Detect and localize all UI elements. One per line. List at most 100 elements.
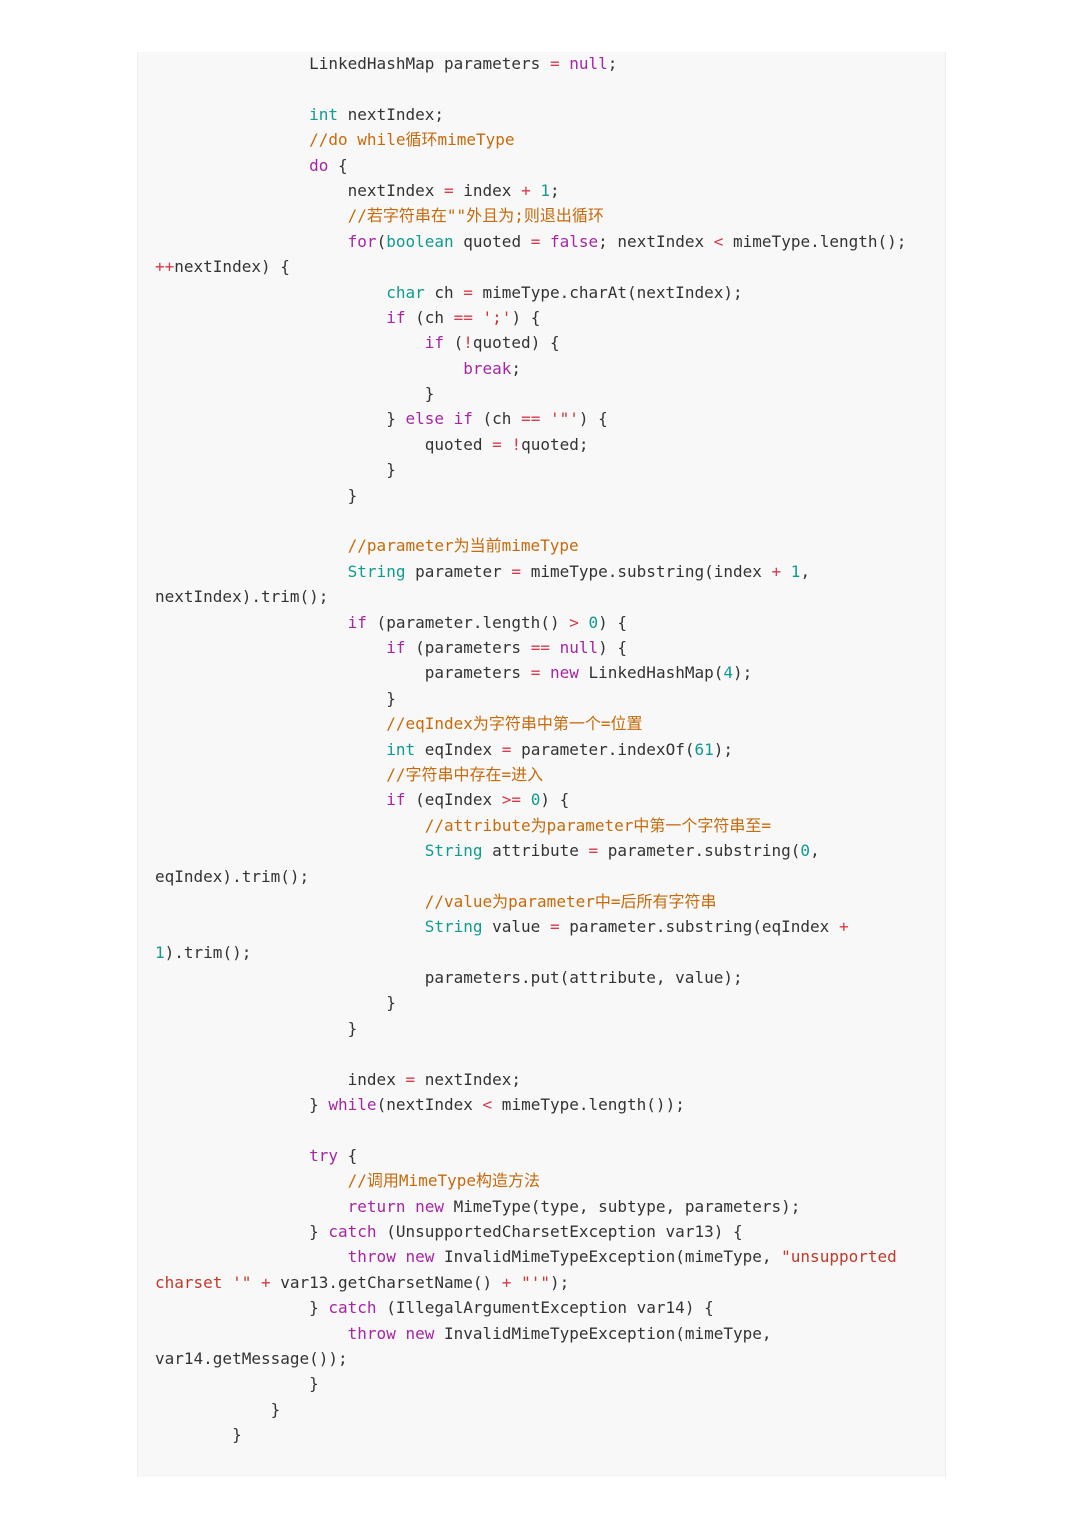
code-line: do { [155,153,906,178]
operator-token: > [569,612,579,632]
code-text-token: ); [549,1272,570,1292]
operator-token: = [443,180,454,200]
keyword-token: catch [328,1221,377,1241]
code-text-token: quoted [453,231,531,251]
keyword-token: if [386,637,406,657]
operator-token: = [549,917,560,937]
number-token: 1 [790,561,801,581]
code-text-token: InvalidMimeTypeException(mimeType, [434,1323,772,1343]
code-line: } [155,381,906,406]
code-line [155,76,906,101]
type-token: char [386,282,425,302]
code-text-token [155,714,386,733]
code-text-token [511,1273,521,1292]
operator-token: ++ [155,257,175,277]
code-line: int nextIndex; [155,102,906,127]
operator-token: + [260,1272,271,1292]
code-text-token [155,841,425,860]
keyword-token: new [415,1196,444,1216]
type-token: int [386,739,416,759]
code-line: charset '" + var13.getCharsetName() + "'… [155,1270,906,1295]
keyword-token: throw [347,1247,396,1267]
code-text-token: (UnsupportedCharsetException var13) { [376,1221,743,1241]
code-line: } [155,1016,906,1041]
operator-token: < [713,231,724,251]
code-text-token: LinkedHashMap parameters [155,54,550,73]
code-text-token: nextIndex).trim(); [155,587,329,607]
code-text-token: mimeType.substring(index [521,561,772,581]
code-text-token [560,54,570,73]
code-line: //parameter为当前mimeType [155,533,906,558]
code-text-token: parameter [405,561,512,581]
code-text-token: } [155,460,396,480]
code-text-token [155,1197,348,1216]
code-text-token: ( [443,333,464,353]
code-text-token [540,232,550,251]
number-token: 4 [723,663,734,683]
code-text-token: (ch [472,409,522,429]
keyword-token: throw [347,1323,396,1343]
code-text-token [473,308,483,327]
code-text-token [155,562,348,581]
code-text-token: value [482,917,550,937]
code-line [155,508,906,533]
number-token: 1 [540,180,550,200]
code-text-token: (parameter.length() [366,612,570,632]
operator-token: = [511,561,522,581]
code-text-token: ); [733,663,753,683]
code-line: quoted = !quoted; [155,432,906,457]
keyword-token: break [463,358,512,378]
code-text-token [155,359,463,378]
code-text-token: (nextIndex [376,1095,483,1115]
code-block-background [137,52,946,1477]
code-text-token: ; [549,180,560,200]
code-line: break; [155,356,906,381]
code-text-token: ch [424,282,464,302]
code-text-token [155,536,348,555]
code-line: } [155,1422,906,1447]
code-text-token [155,816,425,835]
code-text-token: (parameters [405,637,531,657]
keyword-token: else if [405,409,473,429]
string-token: ';' [482,307,512,327]
code-text-token: } [155,688,396,708]
code-text-token: ); [713,739,733,759]
code-text-token: } [155,1095,329,1115]
code-line: var14.getMessage()); [155,1346,906,1371]
code-text-token: parameter.substring( [598,841,801,861]
type-token: String [424,841,483,861]
code-text-token: quoted; [521,434,589,454]
code-text-token: index [155,1069,406,1089]
code-text-token [155,105,309,124]
code-text-token: } [155,1374,319,1394]
code-text-token: ) { [540,790,570,810]
code-text-token [155,1324,348,1343]
code-text-token [155,206,348,225]
operator-token: >= [501,790,522,810]
code-text-token [540,409,550,428]
code-text-token: ; [511,358,522,378]
code-text-token: ; [607,54,618,73]
operator-token: ! [463,333,473,353]
code-line: } [155,1371,906,1396]
code-line: } [155,1397,906,1422]
code-line: throw new InvalidMimeTypeException(mimeT… [155,1321,906,1346]
code-text-token [155,790,386,809]
operator-token: == [521,409,541,429]
type-token: int [309,104,339,124]
code-line: if (parameters == null) { [155,635,906,660]
keyword-token: false [549,231,599,251]
string-token: "unsupported [781,1247,897,1267]
code-text-token: mimeType.length(); [723,231,907,251]
number-token: 0 [588,612,599,632]
code-text-token: ).trim(); [164,942,252,962]
code-line: throw new InvalidMimeTypeException(mimeT… [155,1244,906,1269]
operator-token: = [549,54,560,73]
code-line: //do while循环mimeType [155,127,906,152]
code-line: nextIndex = index + 1; [155,178,906,203]
code-text-token [155,1171,348,1190]
operator-token: + [501,1272,512,1292]
code-line: if (!quoted) { [155,330,906,355]
code-text-token: parameter.indexOf( [511,739,695,759]
keyword-token: if [386,790,406,810]
